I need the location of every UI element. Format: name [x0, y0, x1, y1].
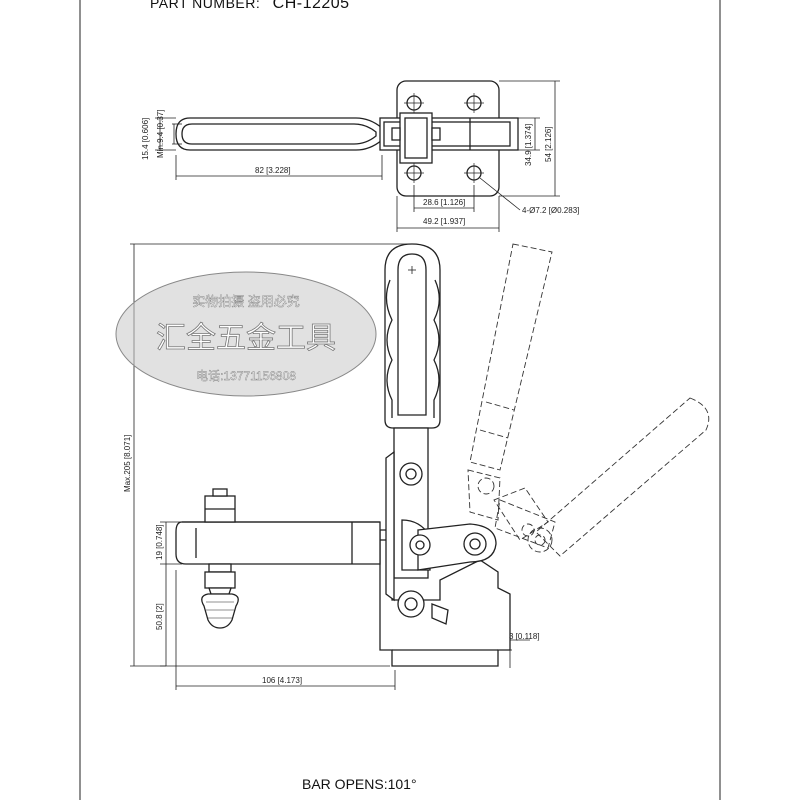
dim-arm-thickness: 19 [0.748] [155, 524, 164, 560]
dim-base-height-outer: 54 [2.126] [544, 126, 553, 162]
dim-hole-diameter: 4-Ø7.2 [Ø0.283] [522, 206, 579, 215]
part-number-value: CH-12205 [272, 0, 350, 12]
side-view-dimensions [130, 243, 530, 690]
watermark: 实物拍摄 盗用必究 汇全五金工具 电话:13771156808 [115, 271, 377, 397]
part-number-label: PART NUMBER: [150, 0, 261, 11]
part-number-header: PART NUMBER: CH-12205 [150, 0, 350, 13]
watermark-line2: 汇全五金工具 [156, 322, 336, 355]
top-view [175, 80, 519, 197]
watermark-line1: 实物拍摄 盗用必究 [192, 294, 300, 309]
dim-base-width: 49.2 [1.937] [423, 217, 465, 226]
dim-handle-length: 82 [3.228] [255, 166, 291, 175]
dim-base-offset: 3 [0.118] [509, 632, 540, 641]
side-dim-labels: Max.205 [8.071] 19 [0.748] 50.8 [2] 106 … [123, 435, 540, 685]
bar-opens-note: BAR OPENS:101° [302, 776, 417, 792]
dim-max-height: Max.205 [8.071] [123, 435, 132, 492]
closed-lever-outline [493, 487, 549, 541]
frame [79, 0, 721, 800]
dim-spindle-height: 50.8 [2] [155, 603, 164, 630]
watermark-line3: 电话:13771156808 [196, 369, 296, 383]
dim-hole-spacing: 28.6 [1.126] [423, 198, 465, 207]
dim-arm-reach: 106 [4.173] [262, 676, 302, 685]
dim-handle-width: 15.4 [0.606] [141, 118, 150, 160]
dim-base-height-inner: 34.9 [1.374] [524, 124, 533, 166]
clamp-handle [384, 243, 497, 625]
top-dim-labels: 15.4 [0.606] Min.9.4 [0.37] 82 [3.228] 3… [141, 110, 579, 226]
open-position-phantom [467, 243, 710, 557]
spindle-arm [175, 488, 381, 629]
dim-min-width: Min.9.4 [0.37] [156, 110, 165, 158]
top-view-dimensions [155, 80, 560, 232]
